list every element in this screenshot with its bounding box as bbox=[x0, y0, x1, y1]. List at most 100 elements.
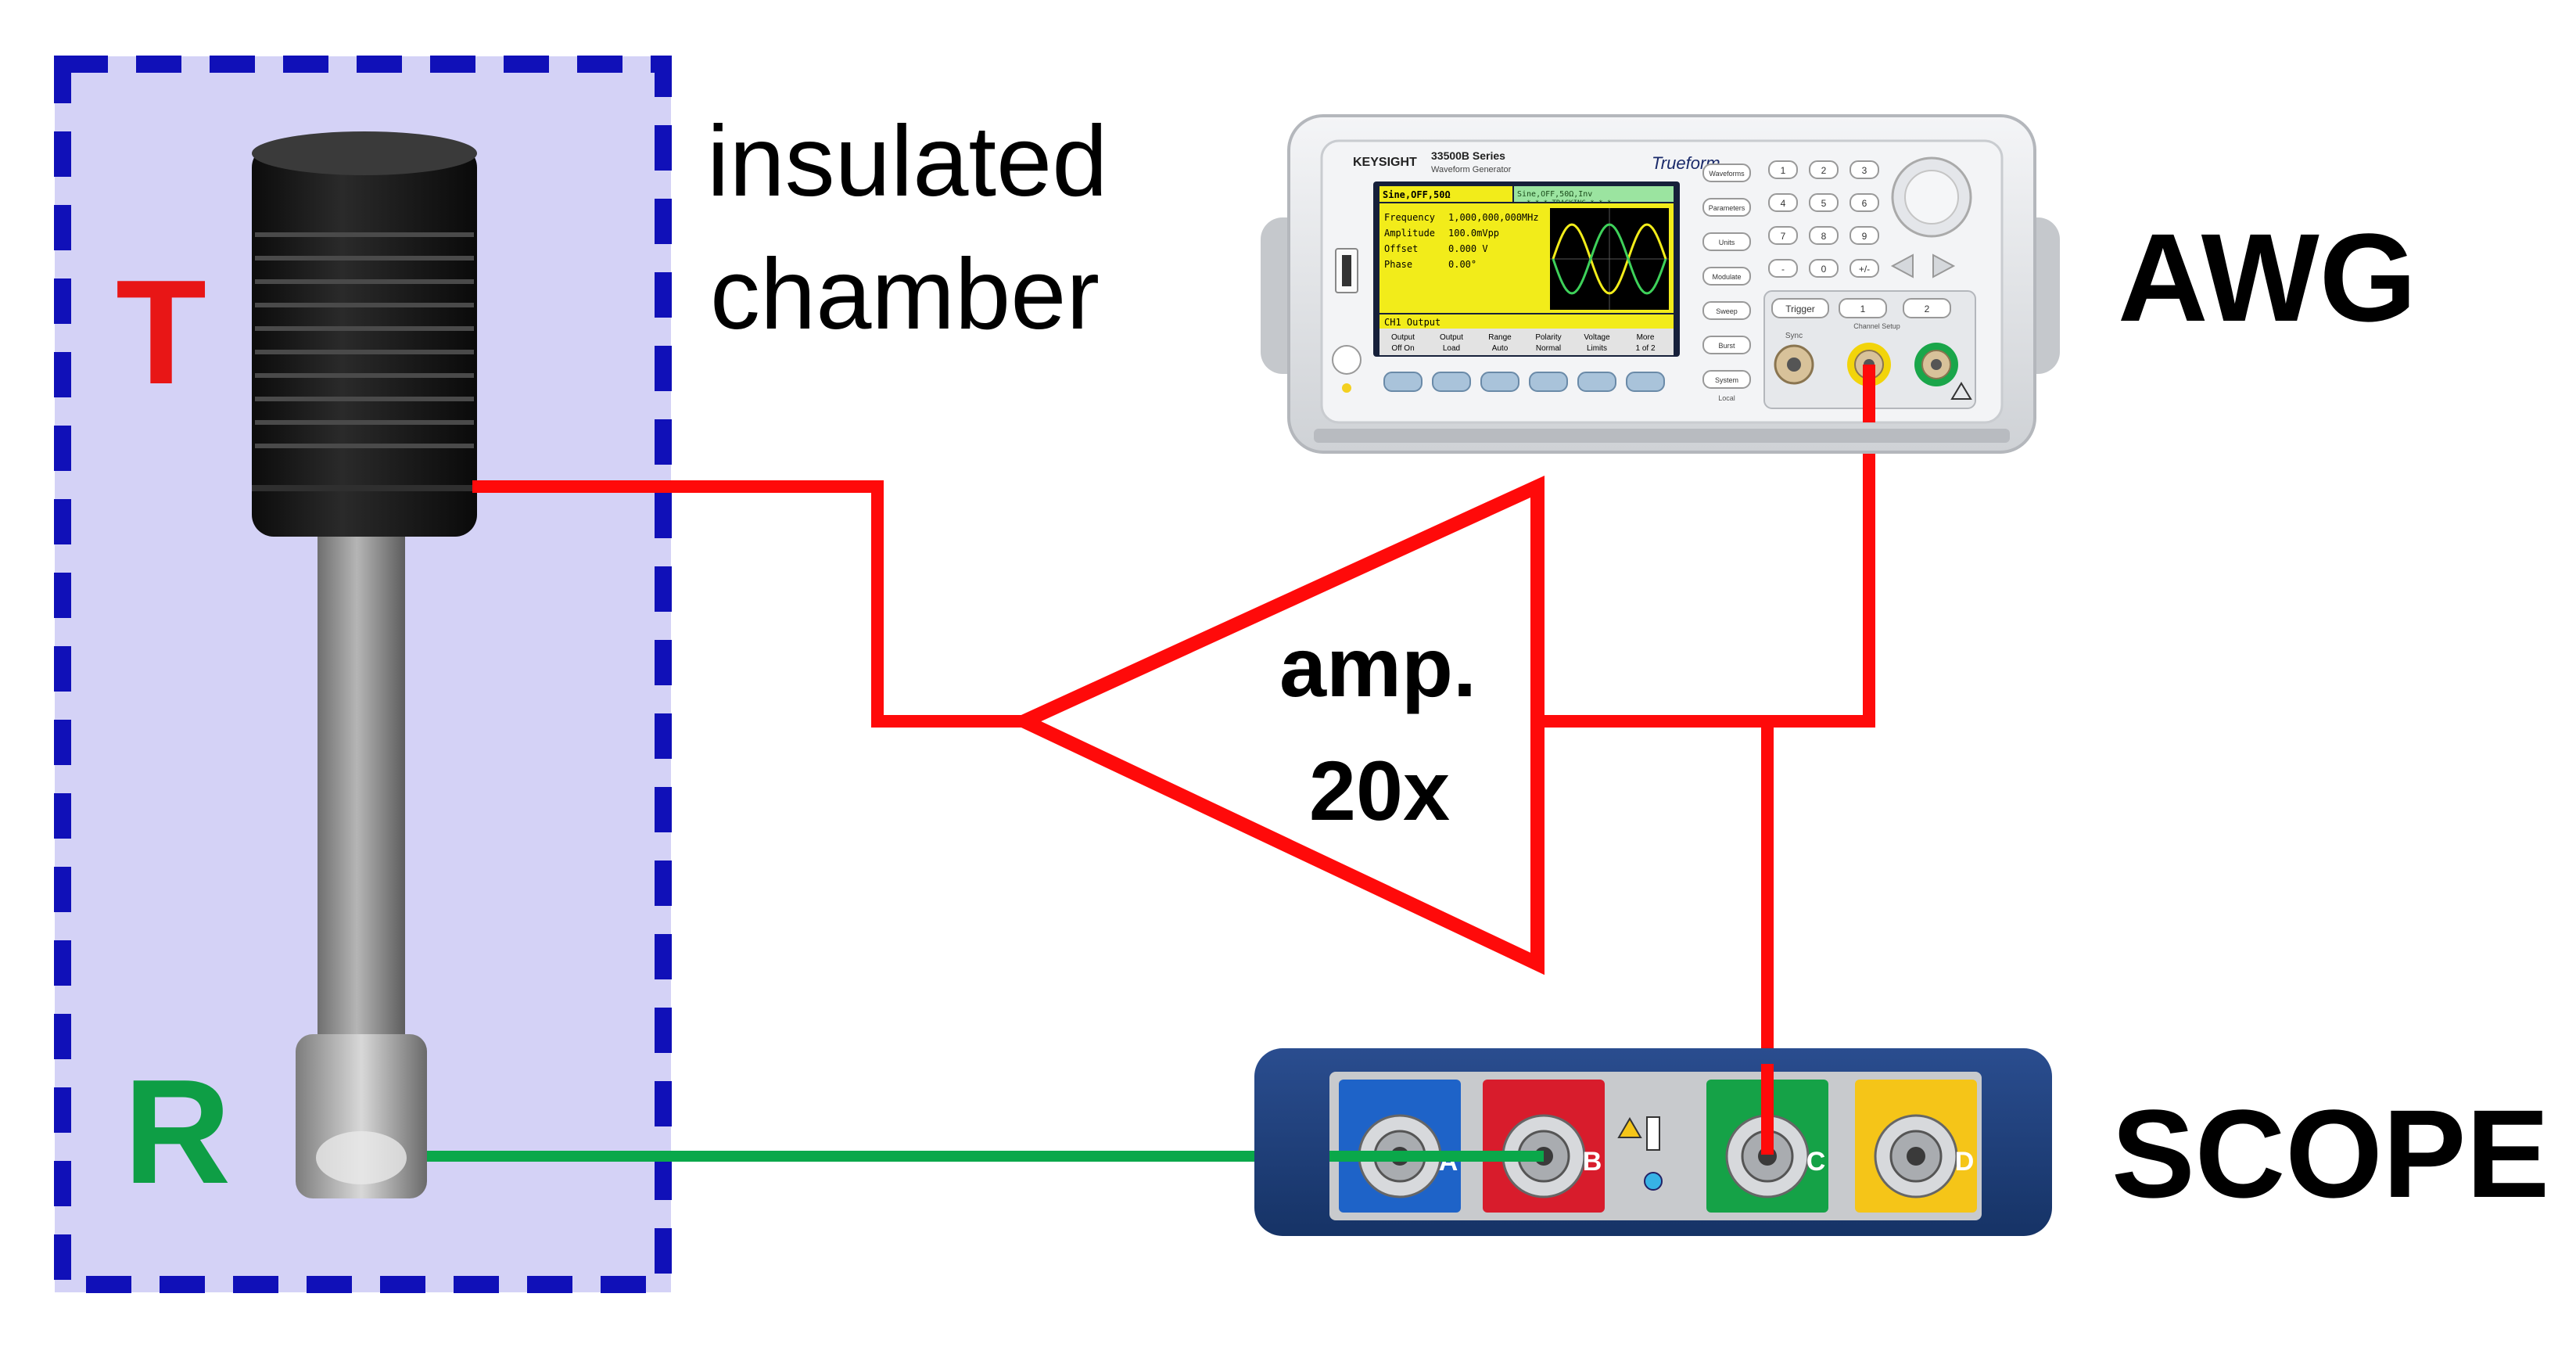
side-button-burst[interactable] bbox=[1702, 336, 1751, 354]
sensor-label-r: R bbox=[124, 1049, 231, 1215]
awg-instrument: KEYSIGHT 33500B Series Waveform Generato… bbox=[1261, 114, 2060, 454]
ch2-label: 2 bbox=[1925, 304, 1930, 314]
waveform-ch2 bbox=[1552, 223, 1667, 295]
waveform-ch1 bbox=[1552, 223, 1667, 295]
softkey-label-top: Range bbox=[1488, 333, 1512, 342]
side-button-parameters[interactable] bbox=[1702, 198, 1751, 217]
keypad-key[interactable] bbox=[1809, 226, 1839, 245]
amp-label-line1: amp. bbox=[1279, 620, 1476, 714]
softkey-label-top: Output bbox=[1440, 333, 1463, 342]
keypad-key-label: 9 bbox=[1862, 231, 1867, 242]
side-button-label: System bbox=[1715, 376, 1738, 384]
keypad-key[interactable] bbox=[1849, 259, 1879, 278]
ch1-label: 1 bbox=[1860, 304, 1866, 314]
screen-param-key: Phase bbox=[1384, 259, 1412, 270]
keypad-key[interactable] bbox=[1849, 160, 1879, 179]
keypad-key[interactable] bbox=[1809, 193, 1839, 212]
wire-awg-output bbox=[1537, 369, 1875, 728]
side-button-modulate[interactable] bbox=[1702, 267, 1751, 286]
power-button[interactable] bbox=[1332, 345, 1362, 375]
awg-label: AWG bbox=[2118, 207, 2416, 347]
softkey-label-bottom: Off On bbox=[1391, 344, 1414, 353]
softkey-label-top: More bbox=[1637, 333, 1655, 342]
keypad-key-label: 6 bbox=[1862, 198, 1867, 209]
side-button-label: Sweep bbox=[1716, 307, 1738, 315]
softkey-button[interactable] bbox=[1626, 372, 1665, 392]
awg-subtitle: Waveform Generator bbox=[1431, 165, 1512, 174]
softkey-label-bottom: Load bbox=[1443, 344, 1460, 353]
softkey-button[interactable] bbox=[1577, 372, 1616, 392]
channel-setup-label: Channel Setup bbox=[1853, 322, 1900, 330]
side-button-system[interactable] bbox=[1702, 370, 1751, 389]
chamber-dashed-border bbox=[54, 56, 672, 1293]
softkey-label-top: Output bbox=[1391, 333, 1415, 342]
screen-header-ch2: Sine,OFF,50Ω,Inv bbox=[1517, 190, 1592, 199]
keypad-key-label: +/- bbox=[1859, 264, 1870, 275]
keypad-key[interactable] bbox=[1768, 193, 1798, 212]
keypad-key[interactable] bbox=[1849, 226, 1879, 245]
scope-label: SCOPE bbox=[2111, 1083, 2549, 1223]
keypad-key[interactable] bbox=[1768, 160, 1798, 179]
keypad-key-label: 3 bbox=[1862, 165, 1867, 176]
arrow-left-button[interactable] bbox=[1890, 253, 1914, 278]
scope-channel-d-label: D bbox=[1955, 1147, 1975, 1177]
keypad-key-label: 0 bbox=[1821, 264, 1827, 275]
awg-screen: Sine,OFF,50Ω Sine,OFF,50Ω,Inv * * * TRAC… bbox=[1373, 181, 1680, 357]
probe-rod bbox=[318, 532, 405, 1064]
keypad-key[interactable] bbox=[1809, 160, 1839, 179]
side-button-label: Modulate bbox=[1712, 273, 1741, 281]
side-button-sweep[interactable] bbox=[1702, 301, 1751, 320]
keypad-key[interactable] bbox=[1768, 226, 1798, 245]
scope-status-led bbox=[1644, 1172, 1663, 1191]
sync-label: Sync bbox=[1785, 332, 1803, 340]
keypad-key[interactable] bbox=[1809, 259, 1839, 278]
keypad-key-label: 4 bbox=[1781, 198, 1786, 209]
softkey-label-top: Polarity bbox=[1535, 333, 1561, 342]
scope-channel-c-label: C bbox=[1806, 1147, 1826, 1177]
ch2-button[interactable] bbox=[1903, 298, 1951, 318]
screen-param-value: 0.000 V bbox=[1448, 243, 1488, 254]
keypad-key[interactable] bbox=[1849, 193, 1879, 212]
softkey-button[interactable] bbox=[1432, 372, 1471, 392]
keypad-key-label: - bbox=[1781, 264, 1785, 275]
keypad-key-label: 8 bbox=[1821, 231, 1827, 242]
softkey-button[interactable] bbox=[1383, 372, 1423, 392]
side-button-label: Units bbox=[1719, 239, 1735, 246]
local-label: Local bbox=[1718, 394, 1735, 402]
screen-header-ch1: Sine,OFF,50Ω bbox=[1383, 189, 1451, 200]
softkey-label-top: Voltage bbox=[1584, 333, 1610, 342]
softkey-label-bottom: Normal bbox=[1536, 344, 1561, 353]
sensor-probe bbox=[252, 131, 477, 1198]
screen-param-key: Offset bbox=[1384, 243, 1418, 254]
chamber-label-line1: insulated bbox=[707, 106, 1107, 217]
screen-param-key: Frequency bbox=[1384, 212, 1435, 223]
amplifier-triangle bbox=[1007, 475, 1545, 976]
screen-param-value: 100.0mVpp bbox=[1448, 228, 1499, 239]
side-button-label: Parameters bbox=[1709, 204, 1745, 212]
scope-rating-box bbox=[1646, 1116, 1660, 1151]
softkey-button[interactable] bbox=[1480, 372, 1519, 392]
keypad-key-label: 7 bbox=[1781, 231, 1786, 242]
softkey-label-bottom: Limits bbox=[1587, 344, 1607, 353]
ch1-button[interactable] bbox=[1839, 298, 1887, 318]
awg-model: 33500B Series bbox=[1431, 149, 1505, 162]
side-button-waveforms[interactable] bbox=[1702, 163, 1751, 182]
screen-param-value: 0.00° bbox=[1448, 259, 1476, 270]
trigger-button[interactable] bbox=[1771, 298, 1829, 318]
amplifier: amp. 20x bbox=[1007, 475, 1545, 976]
scope-instrument: ABCD bbox=[1254, 1048, 2052, 1236]
softkey-button[interactable] bbox=[1529, 372, 1568, 392]
scope-warning-icon bbox=[1617, 1117, 1642, 1138]
amp-label-line2: 20x bbox=[1309, 743, 1450, 838]
side-button-label: Burst bbox=[1718, 342, 1735, 350]
side-button-label: Waveforms bbox=[1709, 170, 1745, 178]
side-button-units[interactable] bbox=[1702, 232, 1751, 251]
keypad-key[interactable] bbox=[1768, 259, 1798, 278]
softkey-label-bottom: Auto bbox=[1492, 344, 1509, 353]
softkey-label-bottom: 1 of 2 bbox=[1635, 344, 1655, 353]
keypad-key-label: 5 bbox=[1821, 198, 1827, 209]
sensor-label-t: T bbox=[116, 250, 206, 415]
warning-icon bbox=[1950, 382, 1972, 400]
arrow-right-button[interactable] bbox=[1932, 253, 1956, 278]
